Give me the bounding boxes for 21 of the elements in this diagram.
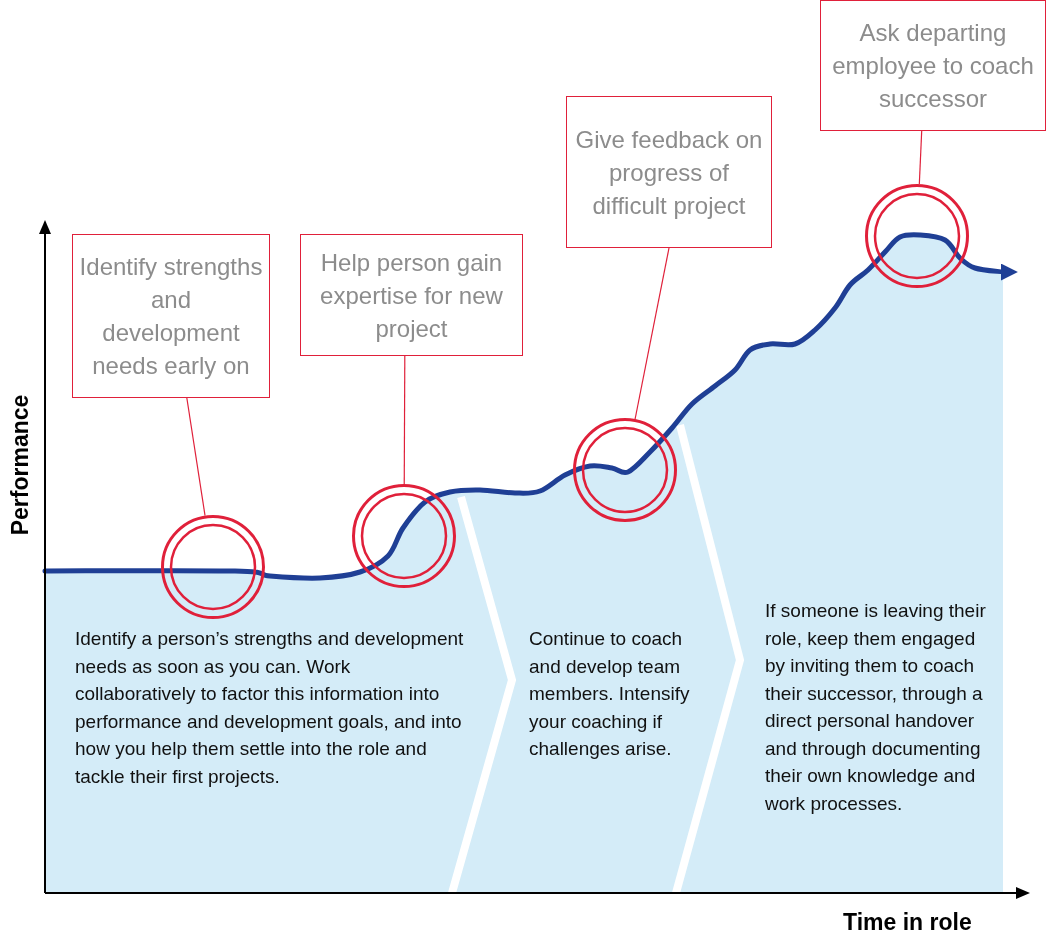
highlight-ring (573, 418, 677, 522)
callout-box (72, 234, 270, 398)
description-text: If someone is leaving their role, keep them engaged by inviting them to coach their successor, through a direct personal handover and through documenting their own knowledge and work processes. (765, 599, 987, 816)
axis-title: Performance (6, 394, 34, 536)
description-text: Continue to coach and develop team members. Intensify your coaching if challenges arise. (529, 627, 691, 761)
highlight-ring (352, 484, 456, 588)
callout-text: Identify strengths and development needs early on (79, 252, 263, 381)
callout-box (300, 234, 523, 356)
leader-line (403, 355, 406, 485)
callout-text: Ask departing employee to coach successor (831, 18, 1035, 114)
callout-text: Give feedback on progress of difficult project (574, 124, 764, 221)
highlight-ring (161, 515, 265, 619)
axis-title: Time in role (843, 909, 972, 936)
callout-box (566, 96, 772, 248)
highlight-ring (865, 184, 969, 288)
description-text: Identify a person’s strengths and development needs as soon as you can. Work collaboratively to factor this information into performance and development goals, and into how you help them settle into the role and tackle their first projects. (75, 627, 465, 789)
leader-line (186, 397, 206, 517)
callout-box (820, 0, 1046, 131)
leader-line (918, 130, 923, 185)
leader-line (634, 247, 670, 420)
callout-text: Help person gain expertise for new project (319, 247, 504, 344)
